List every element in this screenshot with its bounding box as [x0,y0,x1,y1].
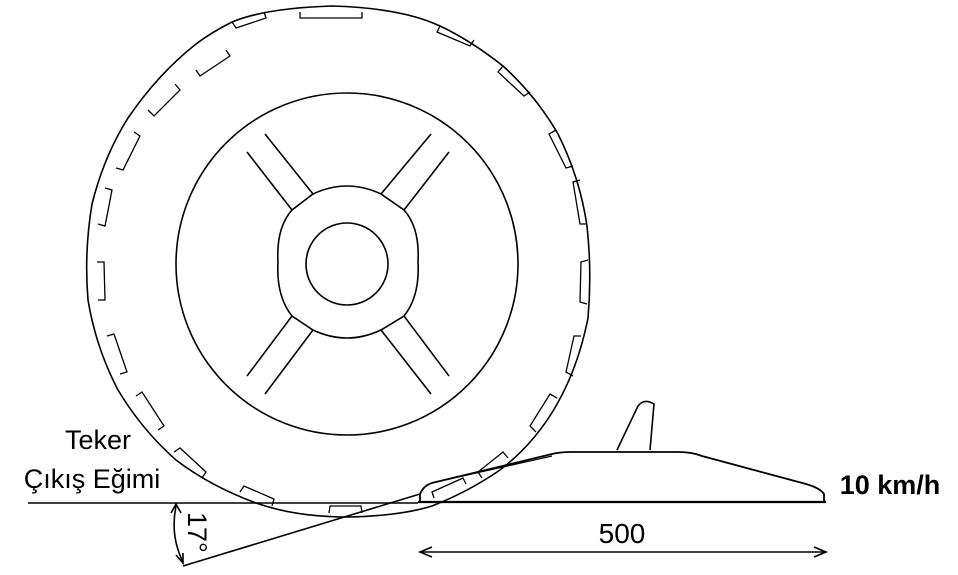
tire-outline [85,5,591,518]
exit-slope-line [182,493,421,567]
bump-inner-edge [435,455,553,483]
wheel [85,5,591,518]
dimension-arrow-right [813,546,829,558]
rim-circle [175,92,519,436]
spokes [246,133,450,395]
hub-center [305,222,389,306]
tread-notches [97,11,589,514]
angle-label: 17° [182,512,212,553]
hub-plate [276,185,420,339]
angle-arrow-bottom [175,553,184,566]
speed-label: 10 km/h [840,470,941,500]
exit-slope-label-line1: Teker [65,425,131,455]
reflector-tab [616,400,655,451]
dimension-arrow-left [417,546,433,558]
length-label: 500 [599,518,646,549]
speed-bump [419,451,825,502]
angle-arrow-top [170,502,182,514]
angle-arc [173,505,184,563]
exit-slope-label-line2: Çıkış Eğimi [24,464,161,494]
